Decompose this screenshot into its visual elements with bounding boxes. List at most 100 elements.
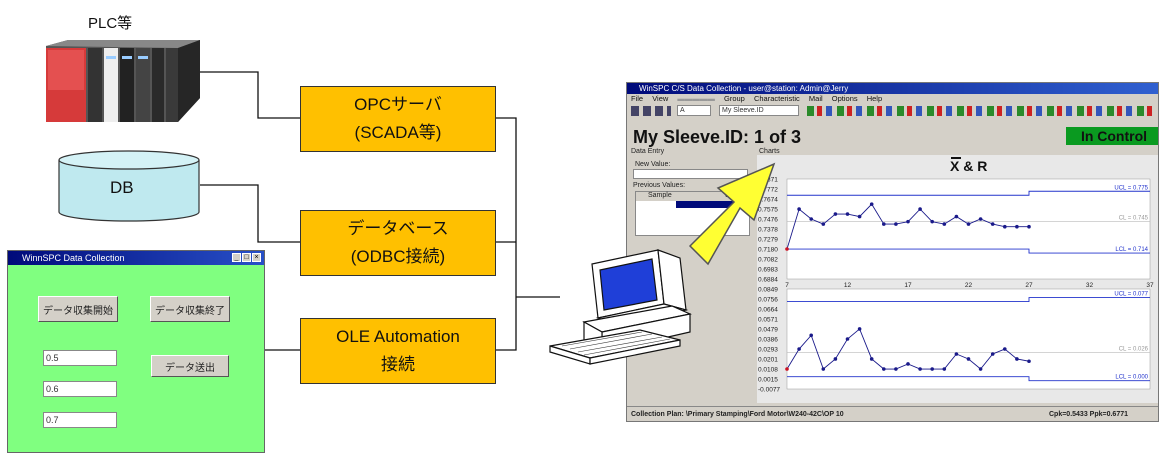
data-point	[857, 214, 862, 219]
data-point	[954, 214, 959, 219]
lcl-label: LCL = 0.714	[1115, 247, 1148, 253]
start-collection-button[interactable]: データ収集開始	[38, 296, 118, 322]
chart-title: X & R	[950, 158, 987, 174]
opc-server-box: OPCサーバ (SCADA等)	[300, 86, 496, 152]
data-point	[821, 367, 826, 371]
data-point	[797, 207, 801, 211]
data-point	[978, 367, 983, 371]
data-point	[1015, 224, 1019, 229]
data-point	[797, 347, 801, 351]
charts-label: Charts	[759, 148, 780, 155]
close-icon[interactable]: ×	[252, 253, 261, 262]
y-tick-label: -0.0077	[758, 387, 780, 394]
plc-label: PLC等	[88, 15, 133, 32]
lcl-line	[787, 376, 1150, 382]
data-point	[1027, 359, 1031, 364]
ucl-line	[787, 297, 1150, 302]
menu-disabled: ▬▬▬▬▬	[677, 94, 715, 103]
computer-icon	[549, 249, 692, 365]
y-tick-label: 0.0849	[758, 287, 778, 294]
data-point	[869, 202, 874, 206]
small-data-collection-window: WinnSPC Data Collection _ □ × データ収集開始 デー…	[7, 250, 265, 453]
data-point	[882, 367, 886, 371]
value-field-2[interactable]: 0.6	[43, 381, 117, 397]
y-tick-label: 0.7476	[758, 217, 778, 224]
data-point	[1015, 357, 1019, 361]
y-tick-label: 0.7378	[758, 227, 778, 234]
menu-options[interactable]: Options	[831, 94, 858, 103]
value-field-3[interactable]: 0.7	[43, 412, 117, 428]
x-tick-label: 17	[904, 282, 912, 289]
small-window-titlebar: WinnSPC Data Collection _ □ ×	[8, 251, 264, 265]
value-field-1[interactable]: 0.5	[43, 350, 117, 366]
menu-view[interactable]: View	[652, 94, 669, 103]
new-value-input[interactable]	[633, 169, 748, 179]
sleeve-id-header: My Sleeve.ID: 1 of 3	[633, 127, 802, 147]
ole-automation-title: OLE Automation	[336, 327, 460, 346]
y-tick-label: 0.6884	[758, 277, 778, 284]
data-point	[930, 219, 934, 224]
small-window-controls: _ □ ×	[232, 253, 261, 262]
collection-plan-text: Collection Plan: \Primary Stamping\Ford …	[631, 411, 844, 418]
data-point	[918, 207, 922, 211]
toolbar-icons-left[interactable]	[631, 106, 671, 116]
y-tick-label: 0.0664	[758, 307, 778, 314]
opc-server-title: OPCサーバ	[354, 95, 442, 114]
menu-characteristic[interactable]: Characteristic	[753, 94, 800, 103]
data-point	[906, 362, 910, 366]
ucl-label: UCL = 0.775	[1114, 185, 1148, 191]
y-tick-label: 0.0201	[758, 357, 778, 364]
send-data-button[interactable]: データ送出	[151, 355, 229, 377]
stop-collection-button[interactable]: データ収集終了	[150, 296, 230, 322]
lcl-label: LCL = 0.000	[1115, 375, 1148, 381]
data-point	[906, 219, 910, 224]
maximize-icon[interactable]: □	[242, 253, 251, 262]
menu-group[interactable]: Group	[724, 94, 745, 103]
y-tick-label: 0.0015	[758, 377, 778, 384]
data-point	[785, 367, 789, 371]
data-point	[894, 367, 898, 371]
data-point	[990, 352, 995, 356]
data-point	[833, 357, 838, 361]
data-point	[990, 222, 995, 226]
menu-help[interactable]: Help	[866, 94, 883, 103]
ole-automation-subtitle: 接続	[381, 355, 415, 374]
y-tick-label: 0.0756	[758, 297, 778, 304]
data-point	[857, 327, 862, 331]
ucl-line	[787, 190, 1150, 196]
table-row-selected[interactable]	[676, 201, 749, 208]
cl-label: CL = 0.745	[1119, 216, 1149, 222]
y-tick-label: 0.7279	[758, 237, 778, 244]
combo-sleeve-id[interactable]: My Sleeve.ID	[719, 105, 799, 116]
x-tick-label: 12	[844, 282, 852, 289]
data-point	[882, 222, 886, 226]
data-point	[918, 367, 922, 371]
db-label: DB	[110, 178, 134, 197]
combo-a[interactable]: A	[677, 105, 711, 116]
database-subtitle: (ODBC接続)	[350, 247, 446, 266]
menu-mail[interactable]: Mail	[808, 94, 823, 103]
data-point	[1003, 347, 1007, 351]
previous-values-label: Previous Values:	[633, 182, 686, 189]
data-point	[894, 222, 898, 226]
y-tick-label: 0.0386	[758, 337, 778, 344]
new-value-label: New Value:	[635, 161, 671, 168]
small-window-title: WinnSPC Data Collection	[22, 253, 125, 263]
data-point	[1003, 224, 1007, 229]
data-point	[833, 212, 838, 216]
menu-file[interactable]: File	[631, 94, 644, 103]
data-point	[785, 247, 789, 251]
data-point	[1027, 224, 1031, 229]
spc-xbar-r-chart: 0.78710.77720.76740.75750.74760.73780.72…	[758, 177, 1154, 394]
toolbar-icons-right[interactable]	[807, 106, 1152, 116]
data-point	[954, 352, 959, 356]
data-point	[942, 367, 947, 371]
y-tick-label: 0.6983	[758, 267, 778, 274]
database-title: データベース	[347, 219, 449, 238]
database-box: データベース (ODBC接続)	[300, 210, 496, 276]
data-point	[869, 357, 874, 361]
minimize-icon[interactable]: _	[232, 253, 241, 262]
cylinder-shape	[58, 150, 200, 222]
data-entry-label: Data Entry	[631, 148, 665, 155]
